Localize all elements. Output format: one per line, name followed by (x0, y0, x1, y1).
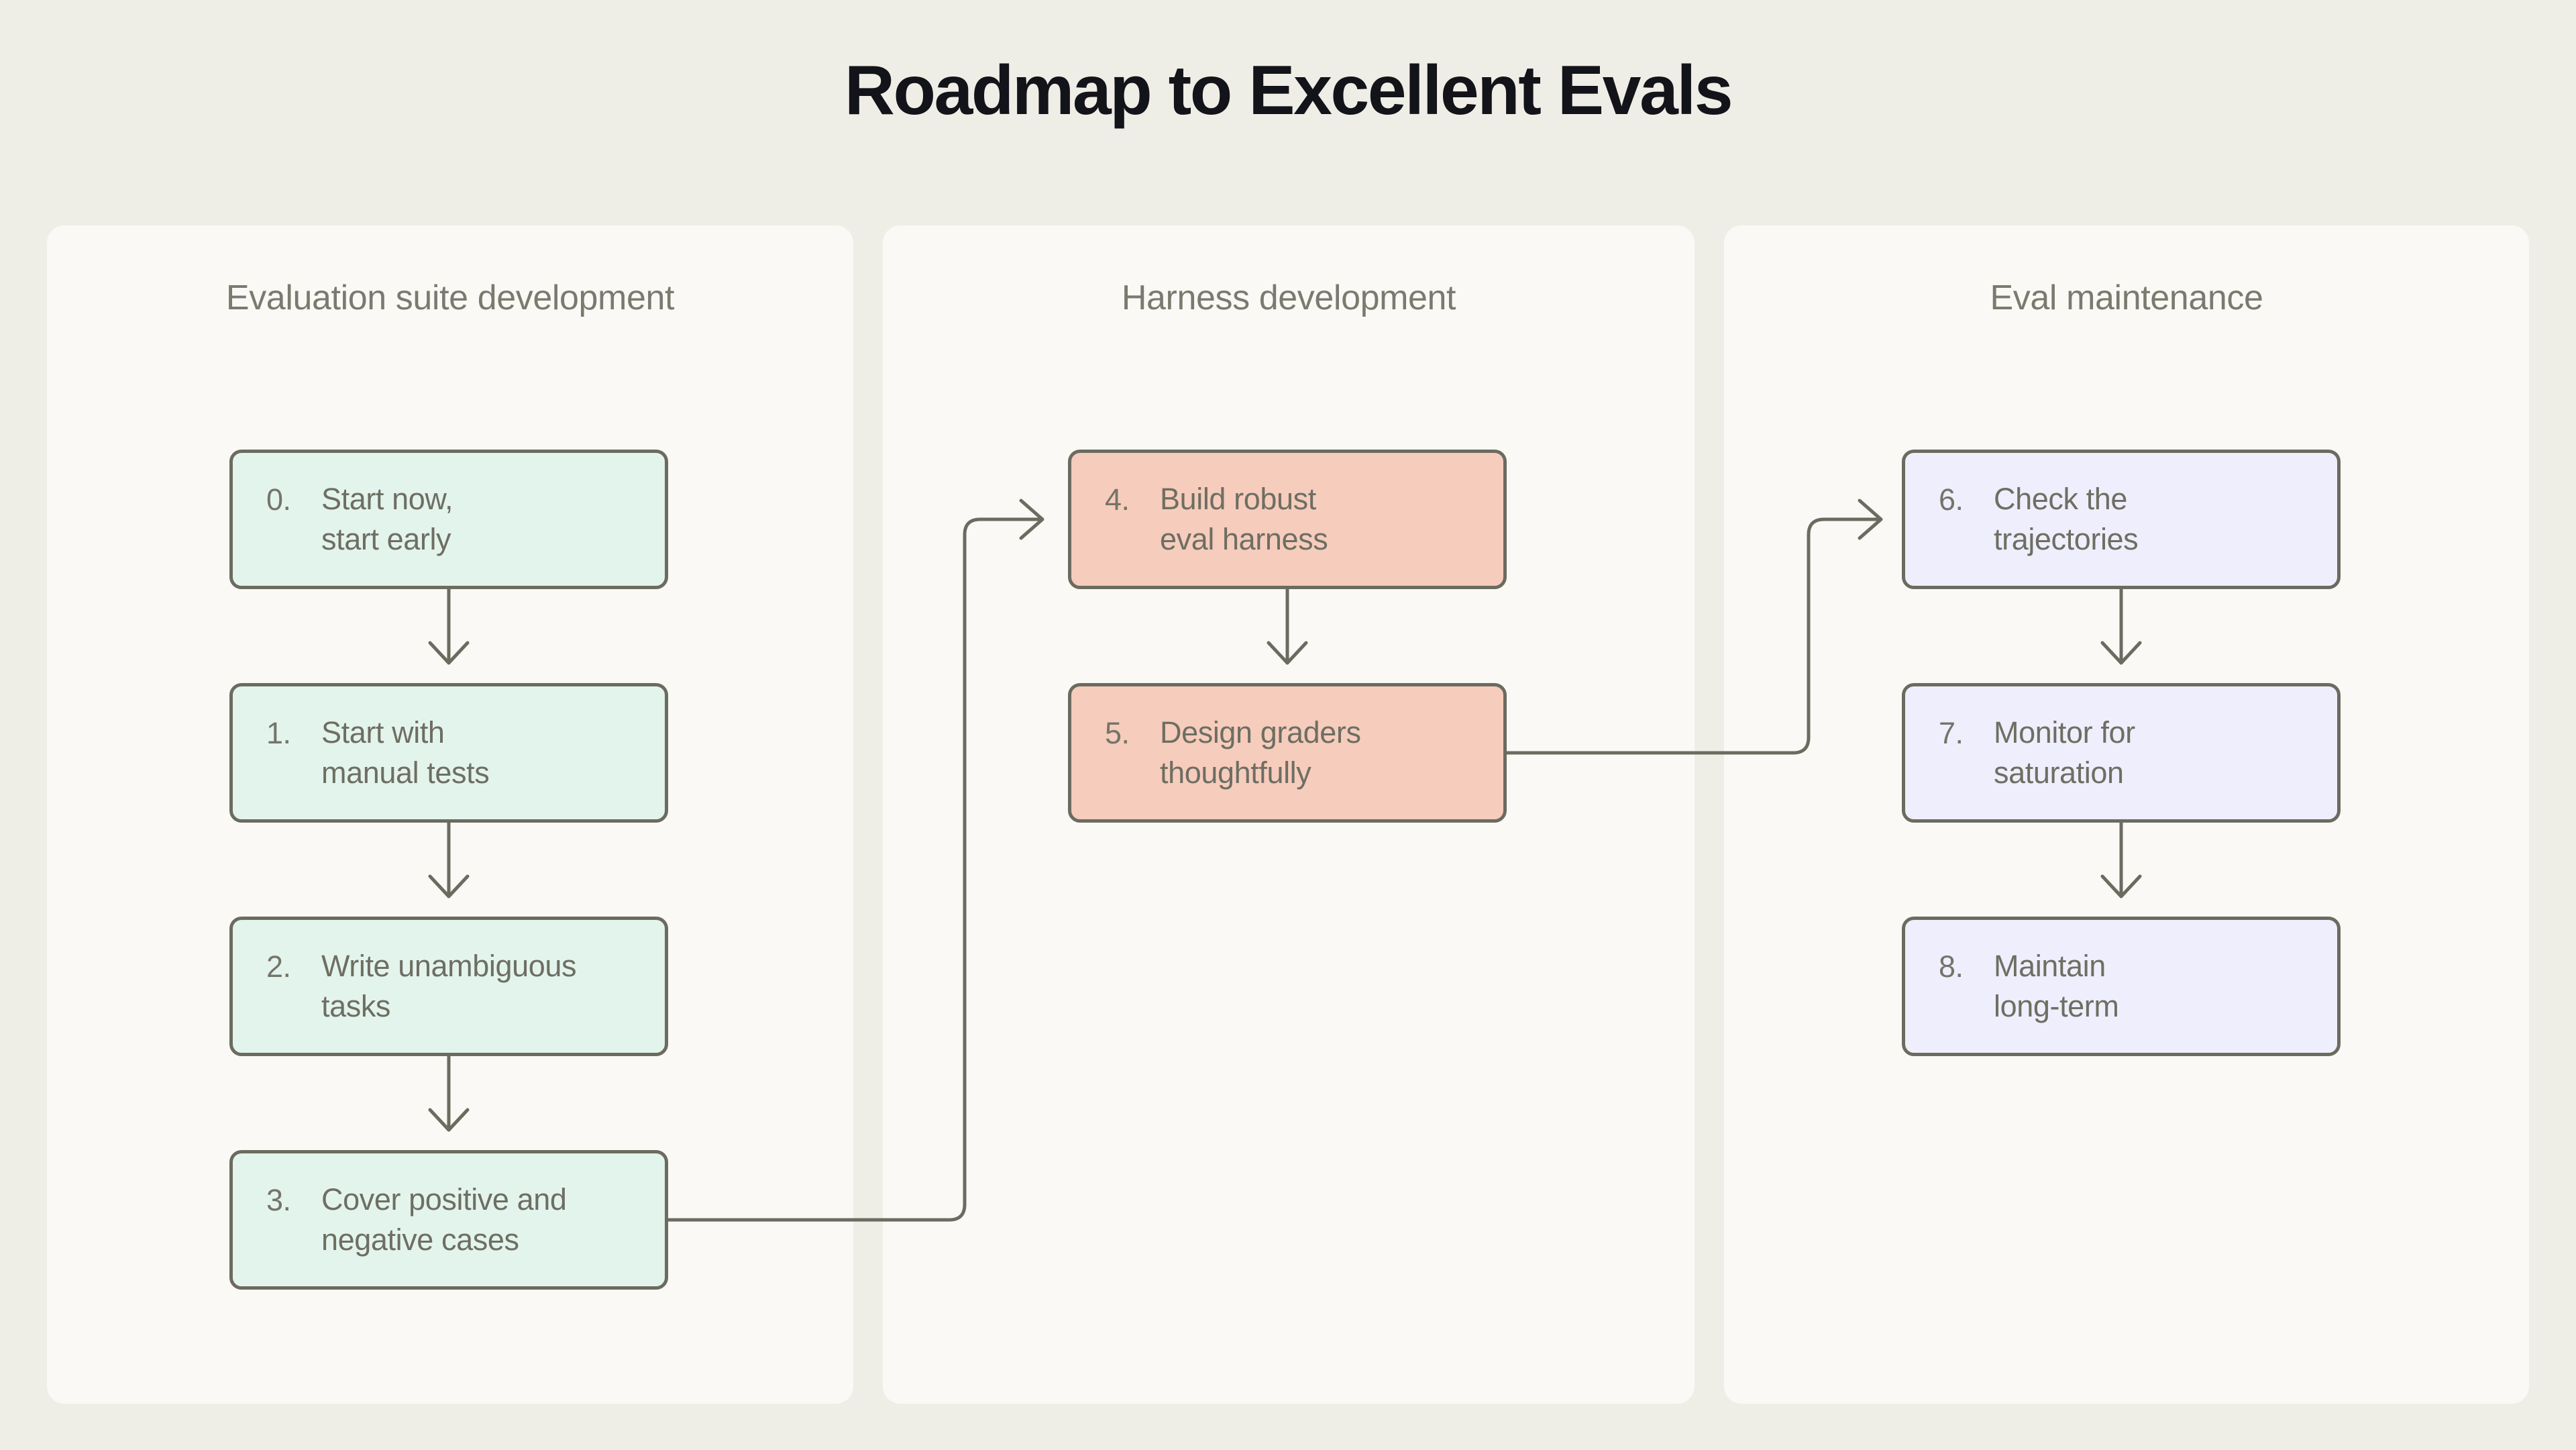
step-label-1: Start with manual tests (321, 715, 490, 790)
step-label-6: Check the trajectories (1994, 482, 2139, 556)
column-heading-1: Evaluation suite development (225, 278, 675, 317)
step-card-6[interactable]: 6. Check the trajectories (1902, 450, 2341, 589)
step-card-8[interactable]: 8. Maintain long-term (1902, 917, 2341, 1056)
step-label-0: Start now, start early (321, 482, 453, 556)
step-label-4: Build robust eval harness (1160, 482, 1328, 556)
step-number-1: 1. (266, 716, 291, 750)
step-number-5: 5. (1105, 716, 1130, 750)
column-panel-evaluation-suite-development: Evaluation suite development 0. Start no… (47, 225, 853, 1404)
step-number-0: 0. (266, 482, 291, 517)
step-label-3: Cover positive and negative cases (321, 1182, 567, 1257)
step-card-1[interactable]: 1. Start with manual tests (229, 683, 668, 823)
step-label-8: Maintain long-term (1994, 949, 2119, 1023)
step-card-4[interactable]: 4. Build robust eval harness (1068, 450, 1507, 589)
step-label-2: Write unambiguous tasks (321, 949, 577, 1023)
step-card-3[interactable]: 3. Cover positive and negative cases (229, 1150, 668, 1290)
step-number-3: 3. (266, 1183, 291, 1217)
step-card-0[interactable]: 0. Start now, start early (229, 450, 668, 589)
step-number-7: 7. (1939, 716, 1964, 750)
roadmap-board: Evaluation suite development 0. Start no… (47, 225, 2529, 1404)
step-number-2: 2. (266, 949, 291, 984)
step-number-6: 6. (1939, 482, 1964, 517)
column-heading-3: Eval maintenance (1990, 278, 2263, 317)
step-card-7[interactable]: 7. Monitor for saturation (1902, 683, 2341, 823)
page-title: Roadmap to Excellent Evals (844, 52, 1733, 130)
column-panel-eval-maintenance: Eval maintenance 6. Check the trajectori… (1724, 225, 2529, 1404)
column-panel-harness-development: Harness development 4. Build robust eval… (883, 225, 1695, 1404)
step-number-4: 4. (1105, 482, 1130, 517)
step-card-5[interactable]: 5. Design graders thoughtfully (1068, 683, 1507, 823)
step-number-8: 8. (1939, 949, 1964, 984)
column-heading-2: Harness development (1121, 278, 1456, 317)
step-card-2[interactable]: 2. Write unambiguous tasks (229, 917, 668, 1056)
step-label-7: Monitor for saturation (1994, 715, 2135, 790)
step-label-5: Design graders thoughtfully (1160, 715, 1361, 790)
